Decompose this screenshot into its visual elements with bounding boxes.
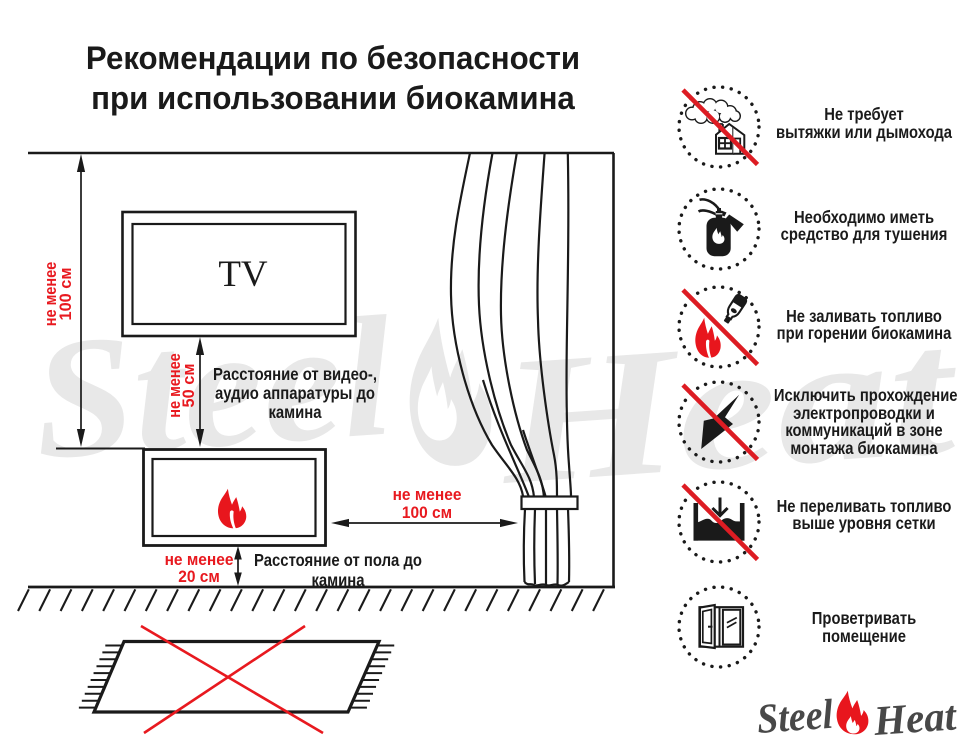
svg-text:Heat: Heat [872, 693, 959, 745]
svg-text:не менее: не менее [41, 262, 60, 327]
svg-text:Steel: Steel [755, 692, 834, 743]
svg-text:50 см: 50 см [179, 364, 198, 408]
svg-text:не менее: не менее [165, 353, 184, 418]
svg-text:TV: TV [218, 254, 268, 295]
svg-text:100 см: 100 см [56, 268, 75, 321]
